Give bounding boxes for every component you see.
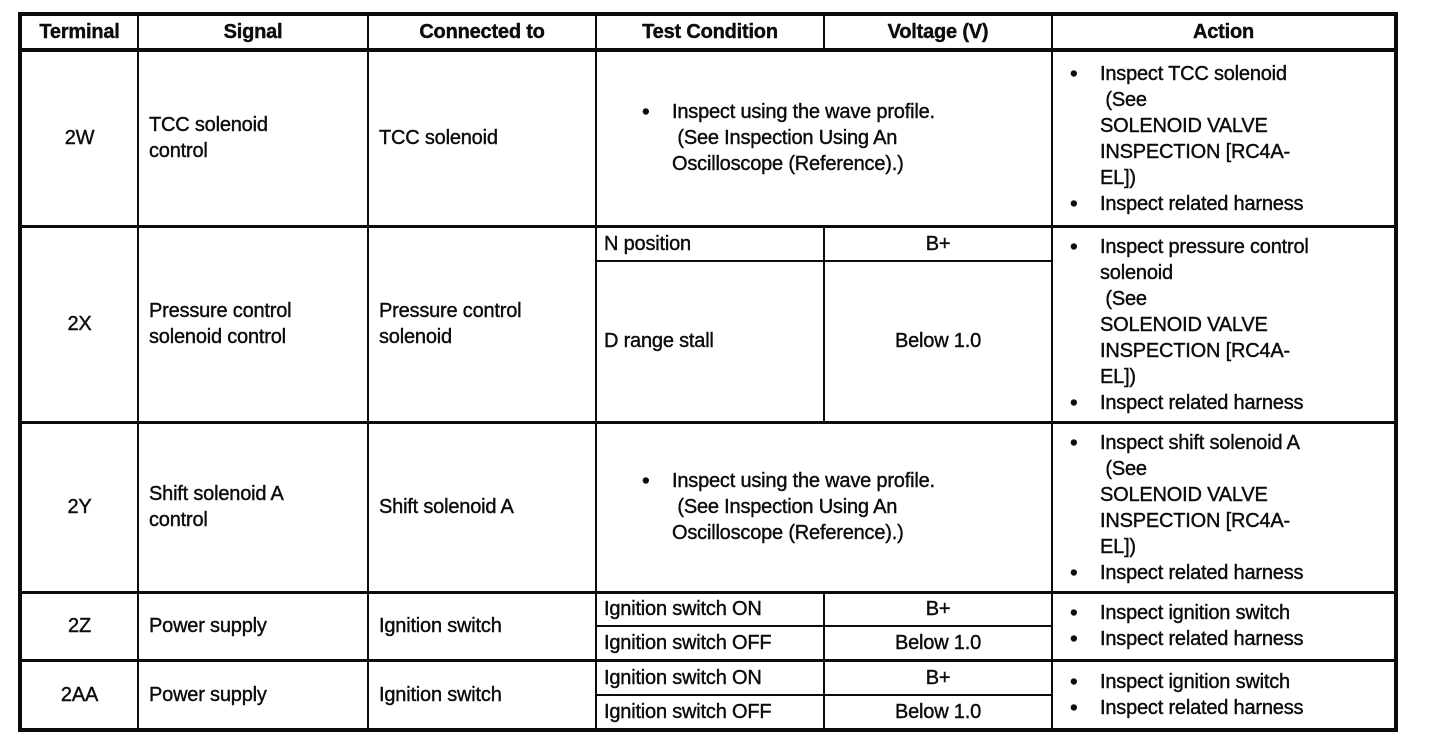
row-2aa-test-condition-2: Ignition switch OFF (595, 694, 825, 731)
terminal-voltage-table: Terminal Signal Connected to Test Condit… (18, 12, 1398, 732)
bullet-icon: • (1070, 234, 1078, 259)
row-2z-terminal: 2Z (19, 590, 139, 661)
row-2z-action-text-1: Inspect ignition switch (1100, 602, 1291, 624)
row-2aa-action: • Inspect ignition switch • Inspect rela… (1051, 658, 1397, 731)
row-2y-action-item-1: • Inspect shift solenoid A (See SOLENOID… (1065, 430, 1390, 560)
row-2x-action-item-1: • Inspect pressure control solenoid (See… (1065, 234, 1390, 390)
row-2x-action: • Inspect pressure control solenoid (See… (1051, 224, 1397, 423)
row-2w-action-item-1: • Inspect TCC solenoid (See SOLENOID VAL… (1065, 61, 1390, 191)
row-2z-signal: Power supply (137, 590, 369, 661)
row-2w-connected-to: TCC solenoid (367, 48, 597, 227)
bullet-icon: • (1070, 600, 1078, 625)
row-2x-voltage-1: B+ (823, 224, 1053, 262)
table-row-2aa-subrow-2: Ignition switch OFF Below 1.0 (20, 694, 1396, 731)
row-2z-connected-to: Ignition switch (367, 590, 597, 661)
row-2x-signal: Pressure control solenoid control (137, 224, 369, 423)
row-2z-action: • Inspect ignition switch • Inspect rela… (1051, 590, 1397, 661)
terminal-voltage-table-wrap: Terminal Signal Connected to Test Condit… (18, 12, 1398, 732)
row-2x-terminal: 2X (19, 224, 139, 423)
row-2y-terminal: 2Y (19, 420, 139, 593)
row-2w-action-text-2: Inspect related harness (1100, 193, 1304, 216)
row-2aa-action-text-1: Inspect ignition switch (1100, 670, 1291, 693)
bullet-icon: • (1070, 390, 1078, 415)
row-2y-signal: Shift solenoid A control (137, 420, 369, 593)
column-header-signal: Signal (137, 13, 369, 52)
bullet-icon: • (1070, 694, 1078, 720)
table-row-2x: 2X Pressure control solenoid control Pre… (19, 224, 1397, 423)
table-row-2x-subrow-2: D range stall Below 1.0 (20, 260, 1396, 423)
row-2aa-voltage-1: B+ (823, 658, 1053, 696)
row-2w-terminal: 2W (19, 48, 139, 227)
bullet-icon: • (1070, 430, 1078, 455)
row-2z-action-item-1: • Inspect ignition switch (1065, 600, 1390, 626)
row-2w-action-text-1: Inspect TCC solenoid (See SOLENOID VALVE… (1100, 63, 1291, 190)
row-2aa-test-condition-1: Ignition switch ON (595, 658, 825, 696)
row-2aa-action-item-1: • Inspect ignition switch (1065, 669, 1390, 695)
row-2x-action-item-2: • Inspect related harness (1065, 390, 1390, 416)
column-header-connected-to: Connected to (367, 13, 597, 52)
row-2x-action-text-1: Inspect pressure control solenoid (See S… (1100, 236, 1309, 388)
row-2w-action-item-2: • Inspect related harness (1065, 191, 1390, 217)
column-header-voltage: Voltage (V) (823, 13, 1053, 52)
table-row-2z-subrow-2: Ignition switch OFF Below 1.0 (20, 625, 1396, 661)
row-2z-test-condition-1: Ignition switch ON (595, 590, 825, 627)
row-2w-test-bullet: • Inspect using the wave profile. (See I… (637, 99, 1047, 177)
table-row-2w: 2W TCC solenoid control TCC solenoid • I… (19, 48, 1397, 227)
table-row-2z: 2Z Power supply Ignition switch Ignition… (19, 590, 1397, 661)
row-2x-connected-to: Pressure control solenoid (367, 224, 597, 423)
row-2z-test-condition-2: Ignition switch OFF (595, 625, 825, 661)
row-2z-action-text-2: Inspect related harness (1100, 628, 1304, 650)
bullet-icon: • (1070, 626, 1078, 651)
bullet-icon: • (1070, 668, 1078, 694)
row-2x-voltage-2: Below 1.0 (823, 260, 1053, 423)
row-2aa-action-item-2: • Inspect related harness (1065, 695, 1390, 721)
row-2y-connected-to: Shift solenoid A (367, 420, 597, 593)
bullet-icon: • (1070, 61, 1078, 87)
row-2y-test-bullet: • Inspect using the wave profile. (See I… (637, 468, 1047, 546)
row-2aa-voltage-2: Below 1.0 (823, 694, 1053, 731)
row-2w-signal: TCC solenoid control (137, 48, 369, 227)
row-2aa-action-text-2: Inspect related harness (1100, 696, 1304, 719)
row-2x-test-condition-1: N position (595, 224, 825, 262)
column-header-action: Action (1051, 13, 1397, 52)
table-header-row: Terminal Signal Connected to Test Condit… (19, 13, 1397, 52)
row-2z-voltage-2: Below 1.0 (823, 625, 1053, 661)
row-2y-test-text: Inspect using the wave profile. (See Ins… (672, 470, 935, 544)
bullet-icon: • (642, 468, 650, 493)
row-2z-action-item-2: • Inspect related harness (1065, 626, 1390, 652)
row-2w-action: • Inspect TCC solenoid (See SOLENOID VAL… (1051, 48, 1397, 227)
row-2y-test-condition: • Inspect using the wave profile. (See I… (595, 420, 1053, 593)
row-2x-test-condition-2: D range stall (595, 260, 825, 423)
row-2aa-signal: Power supply (137, 658, 369, 731)
bullet-icon: • (1070, 191, 1078, 217)
column-header-test-condition: Test Condition (595, 13, 825, 52)
row-2aa-terminal: 2AA (19, 658, 139, 731)
table-row-2y: 2Y Shift solenoid A control Shift soleno… (19, 420, 1397, 593)
row-2y-action: • Inspect shift solenoid A (See SOLENOID… (1051, 420, 1397, 593)
row-2y-action-text-2: Inspect related harness (1100, 562, 1304, 584)
row-2aa-connected-to: Ignition switch (367, 658, 597, 731)
row-2x-action-text-2: Inspect related harness (1100, 392, 1304, 414)
row-2y-action-text-1: Inspect shift solenoid A (See SOLENOID V… (1100, 432, 1300, 558)
row-2w-test-condition: • Inspect using the wave profile. (See I… (595, 48, 1053, 227)
row-2y-action-item-2: • Inspect related harness (1065, 560, 1390, 586)
table-row-2aa: 2AA Power supply Ignition switch Ignitio… (19, 658, 1397, 731)
row-2w-test-text: Inspect using the wave profile. (See Ins… (672, 101, 935, 176)
bullet-icon: • (1070, 560, 1078, 585)
row-2z-voltage-1: B+ (823, 590, 1053, 627)
column-header-terminal: Terminal (19, 13, 139, 52)
bullet-icon: • (642, 99, 650, 125)
